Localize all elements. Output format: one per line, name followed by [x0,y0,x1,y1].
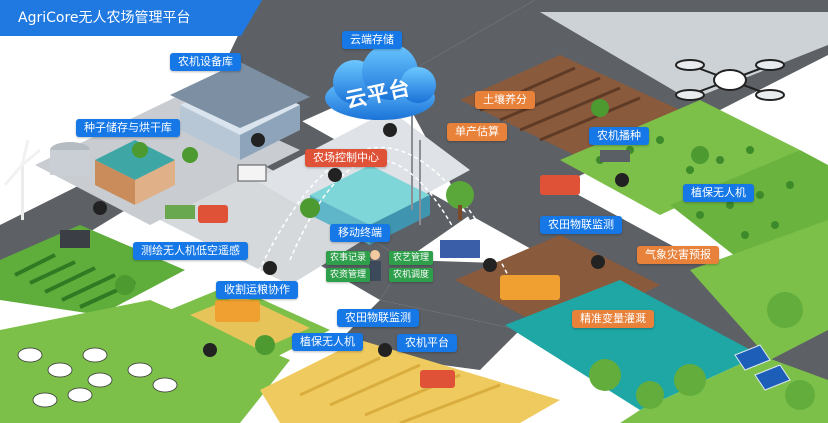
tag-machine-dispatch: 农机调度 [389,268,434,282]
tag-farm-records: 农事记录 [326,251,371,265]
wifi-icons [93,123,629,357]
seed-storage-building [50,140,175,205]
sheep-flock [17,347,178,408]
tag-weather-warning: 气象灾害预报 [637,246,719,264]
tag-farm-craft: 农艺管理 [389,251,434,265]
protection-field [670,150,828,260]
tag-soil-nutrition: 土壤养分 [475,91,535,109]
machinery-depot-building [170,62,310,160]
tag-seed-storage: 种子储存与烘干库 [76,119,180,137]
tag-machinery-platform: 农机平台 [397,334,457,352]
tag-iot-monitoring-center: 农田物联监测 [337,309,419,327]
crop-dots [596,136,794,239]
tag-machine-sowing: 农机播种 [589,127,649,145]
farmer-figure [369,250,381,281]
vehicles [60,150,630,388]
tag-farm-control-center: 农场控制中心 [305,149,387,167]
page-title: AgriCore无人农场管理平台 [0,0,262,36]
tag-farm-materials: 农资管理 [326,268,371,282]
tag-plant-protection-drone-bottom: 植保无人机 [292,333,363,351]
tag-yield-estimation: 单产估算 [447,123,507,141]
cloud-platform-icon [325,44,436,120]
tag-precision-irrigation: 精准变量灌溉 [572,310,654,328]
wind-turbine [3,139,41,220]
solar-panels [734,344,791,391]
quadcopter-drone [675,59,785,101]
signal-towers [411,115,421,225]
tag-harvest-coordination: 收割运粮协作 [216,281,298,299]
crop-rows-left [14,253,136,309]
tag-iot-monitoring-right: 农田物联监测 [540,216,622,234]
trees [115,99,815,410]
tag-survey-drone: 测绘无人机低空遥感 [133,242,248,260]
pavement-top-right [540,12,828,100]
tag-cloud-storage: 云端存储 [342,31,402,49]
tag-plant-protection-drone-top: 植保无人机 [683,184,754,202]
tag-machinery-depot: 农机设备库 [170,53,241,71]
tag-mobile-terminal: 移动终端 [330,224,390,242]
